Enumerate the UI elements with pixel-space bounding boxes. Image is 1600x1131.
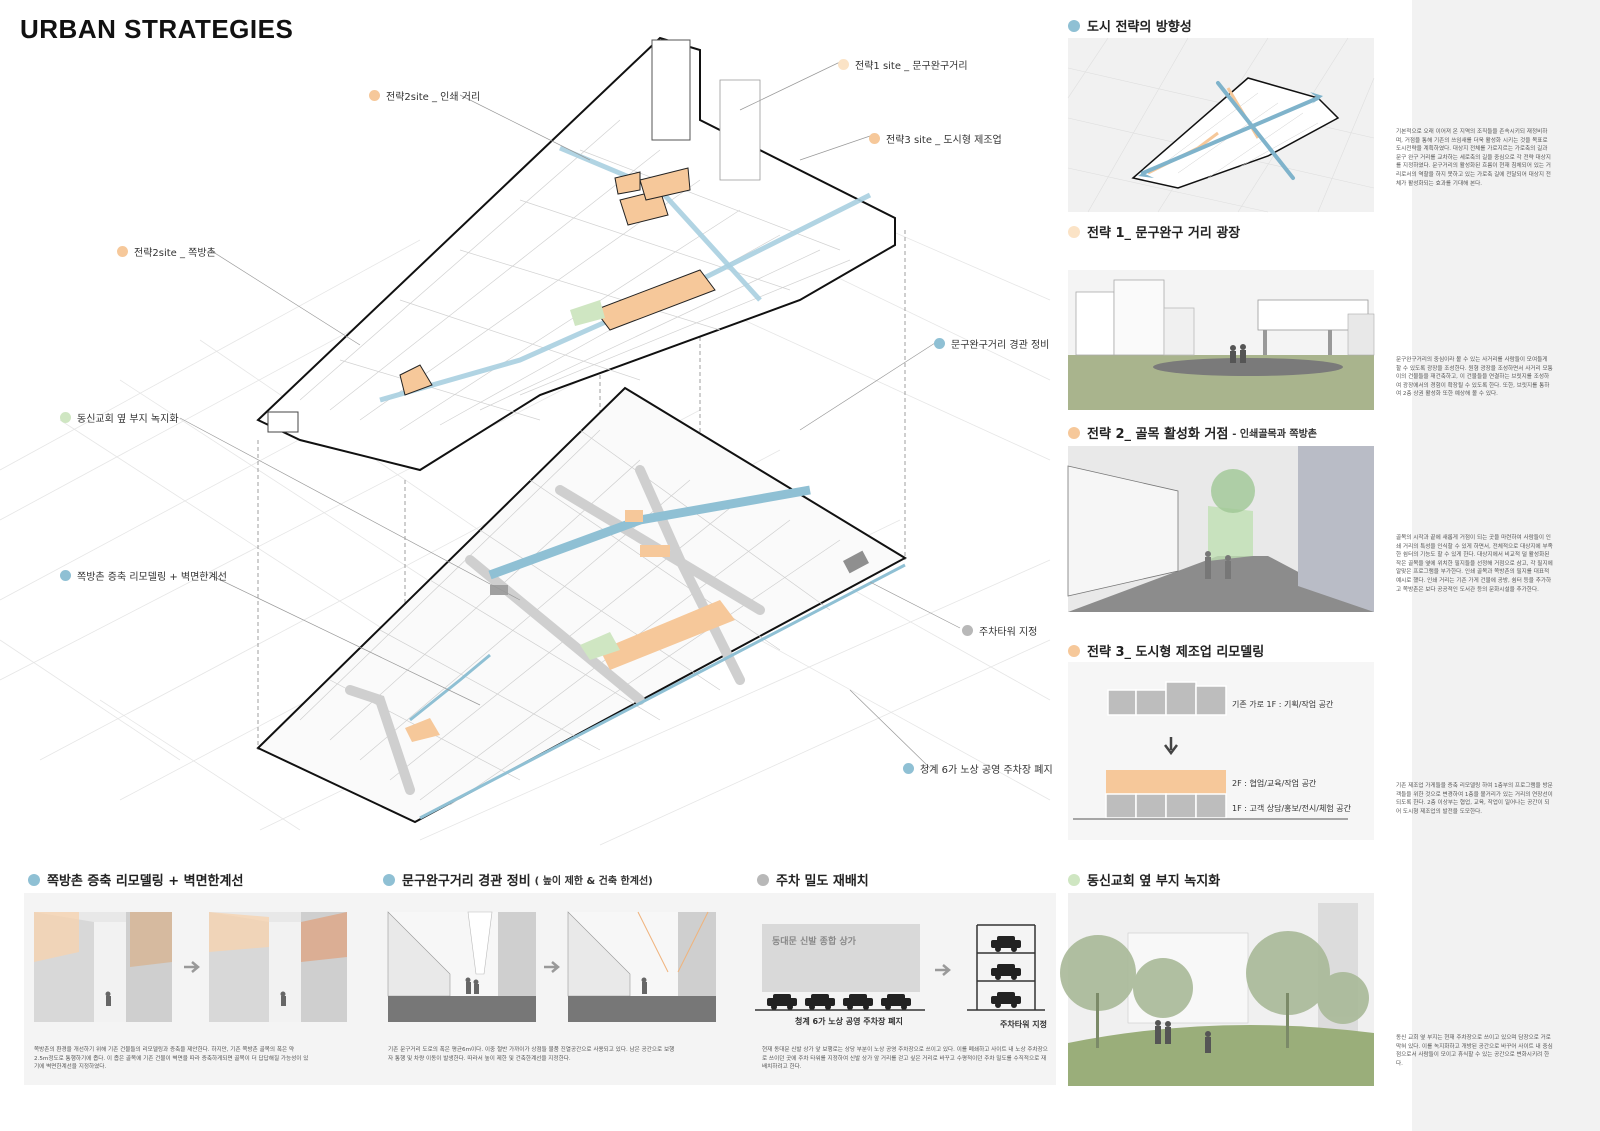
landscape-diagram xyxy=(387,911,716,1022)
leader-lines xyxy=(179,61,961,769)
heading-bottom-landscape: 문구완구거리 경관 정비( 높이 제한 & 건축 한계선) xyxy=(383,870,653,889)
shoe-mall-label: 동대문 신발 종합 상가 xyxy=(772,937,856,947)
heading-strategy1: 전략 1_ 문구완구 거리 광장 xyxy=(1068,222,1240,241)
blue-edge xyxy=(419,563,906,820)
heading-bottom-remodel: 쪽방촌 증축 리모델링 + 벽면한계선 xyxy=(28,870,243,889)
upper-green-parcel xyxy=(570,300,605,326)
callout-parking-tower: 주차타워 지정 xyxy=(962,623,1037,638)
dot-icon xyxy=(1068,644,1080,657)
car-row xyxy=(767,994,911,1010)
greening-render xyxy=(1060,893,1374,1086)
strategy1-render xyxy=(1068,270,1375,410)
shoe-mall-block: 동대문 신발 종합 상가 xyxy=(762,924,920,992)
label-existing: 기존 가로 1F : 기획/작업 공간 xyxy=(1232,700,1334,709)
parking-parcel-2 xyxy=(490,585,508,595)
dot-icon xyxy=(1068,225,1080,238)
dot-icon xyxy=(383,873,395,886)
parking-caption-right: 주차타워 지정 xyxy=(1000,1020,1047,1029)
dot-icon xyxy=(903,763,914,774)
orange-parcels xyxy=(405,510,735,742)
parking-parcel xyxy=(843,550,869,574)
callout-site2-print: 전략2site _ 인쇄 거리 xyxy=(369,88,480,103)
direction-map xyxy=(1067,37,1375,213)
heading-strategy2: 전략 2_ 골목 활성화 거점- 인쇄골목과 쪽방촌 xyxy=(1068,423,1317,442)
dot-icon xyxy=(60,412,71,423)
bottom-remodel-text: 쪽방촌의 환경을 개선하기 위해 기존 건물들의 리모델링과 증축을 제안한다.… xyxy=(34,1047,309,1071)
dot-icon xyxy=(117,246,128,257)
upper-orange-parcels xyxy=(399,167,716,396)
blue-stream-small xyxy=(409,653,491,722)
alley-render xyxy=(1067,446,1374,612)
heading-bottom-parking: 주차 밀도 재배치 xyxy=(757,870,869,889)
bottom-landscape-text: 기존 문구거리 도로의 폭은 평균6m이다. 이중 절반 가까이가 상점들 물품… xyxy=(388,1047,675,1062)
direction-text: 기본적으로 오래 이어져 온 지역의 조직들을 존속시키되 재정비하며, 거점을… xyxy=(1396,129,1551,187)
dot-icon xyxy=(1068,873,1080,886)
label-2f: 2F : 협업/교육/작업 공간 xyxy=(1232,779,1317,788)
dot-icon xyxy=(838,59,849,70)
callout-site1: 전략1 site _ 문구완구거리 xyxy=(838,57,968,72)
dot-icon xyxy=(28,873,40,886)
callout-landscape: 문구완구거리 경관 정비 xyxy=(934,336,1049,351)
heading-strategy3: 전략 3_ 도시형 제조업 리모델링 xyxy=(1068,641,1264,660)
plaza-render xyxy=(1068,279,1375,410)
dot-icon xyxy=(934,338,945,349)
dot-icon xyxy=(869,133,880,144)
remodel-section xyxy=(1073,681,1348,820)
parking-diagram xyxy=(755,924,1045,1011)
strategy1-text: 문구완구거리의 중심이라 볼 수 있는 사거리를 사람들이 모여들게 할 수 있… xyxy=(1396,357,1553,398)
strategy3-diagram: 기존 가로 1F : 기획/작업 공간 2F : 협업/교육/작업 공간 1F … xyxy=(1068,662,1374,840)
dot-icon xyxy=(1068,426,1080,439)
dot-icon xyxy=(60,570,71,581)
strategy3-text: 기존 제조업 가게들을 증축 리모델링 하여 1층부의 프로그램을 방문객들을 … xyxy=(1396,783,1553,815)
axonometric-diagram xyxy=(0,36,1051,846)
heading-greening: 동신교회 옆 부지 녹지화 xyxy=(1068,870,1220,889)
callout-site2-jjok: 전략2site _ 쪽방촌 xyxy=(117,244,216,259)
greening-text: 동신 교회 옆 부지는 현재 주차장으로 쓰이고 있으며 담장으로 거로 막혀 … xyxy=(1396,1035,1553,1067)
upper-massing xyxy=(256,36,896,472)
direction-map-panel xyxy=(1067,37,1375,213)
dot-icon xyxy=(1068,19,1080,32)
park-render xyxy=(1060,893,1374,1086)
label-1f: 1F : 고객 상담/홍보/전시/체험 공간 xyxy=(1232,804,1351,813)
dot-icon xyxy=(369,90,380,101)
remodel-diagram xyxy=(34,912,347,1022)
callout-site3: 전략3 site _ 도시형 제조업 xyxy=(869,131,1002,146)
dot-icon xyxy=(962,625,973,636)
dot-icon xyxy=(757,873,769,886)
strategy2-render xyxy=(1067,446,1374,612)
callout-remodel: 쪽방촌 증축 리모델링 + 벽면한계선 xyxy=(60,568,227,583)
page-title: URBAN STRATEGIES xyxy=(20,14,294,44)
callout-greening: 동신교회 옆 부지 녹지화 xyxy=(60,410,179,425)
heading-direction: 도시 전략의 방향성 xyxy=(1068,16,1192,35)
bottom-parking-text: 현재 동대문 신발 상가 앞 보행로는 상당 부분이 노상 공영 주차장으로 쓰… xyxy=(762,1047,1048,1071)
green-parcel xyxy=(580,632,620,660)
parking-tower xyxy=(967,924,1045,1011)
strategy2-text: 골목의 시작과 끝에 새롭게 거점이 되는 곳을 마련하여 사람들이 인쇄 거리… xyxy=(1396,535,1553,593)
callout-parking-removal: 청계 6가 노상 공영 주차장 폐지 xyxy=(903,761,1053,776)
right-text-column xyxy=(1412,0,1600,1131)
parking-caption-left: 청계 6가 노상 공영 주차장 폐지 xyxy=(795,1017,903,1026)
lower-plan xyxy=(256,386,908,824)
